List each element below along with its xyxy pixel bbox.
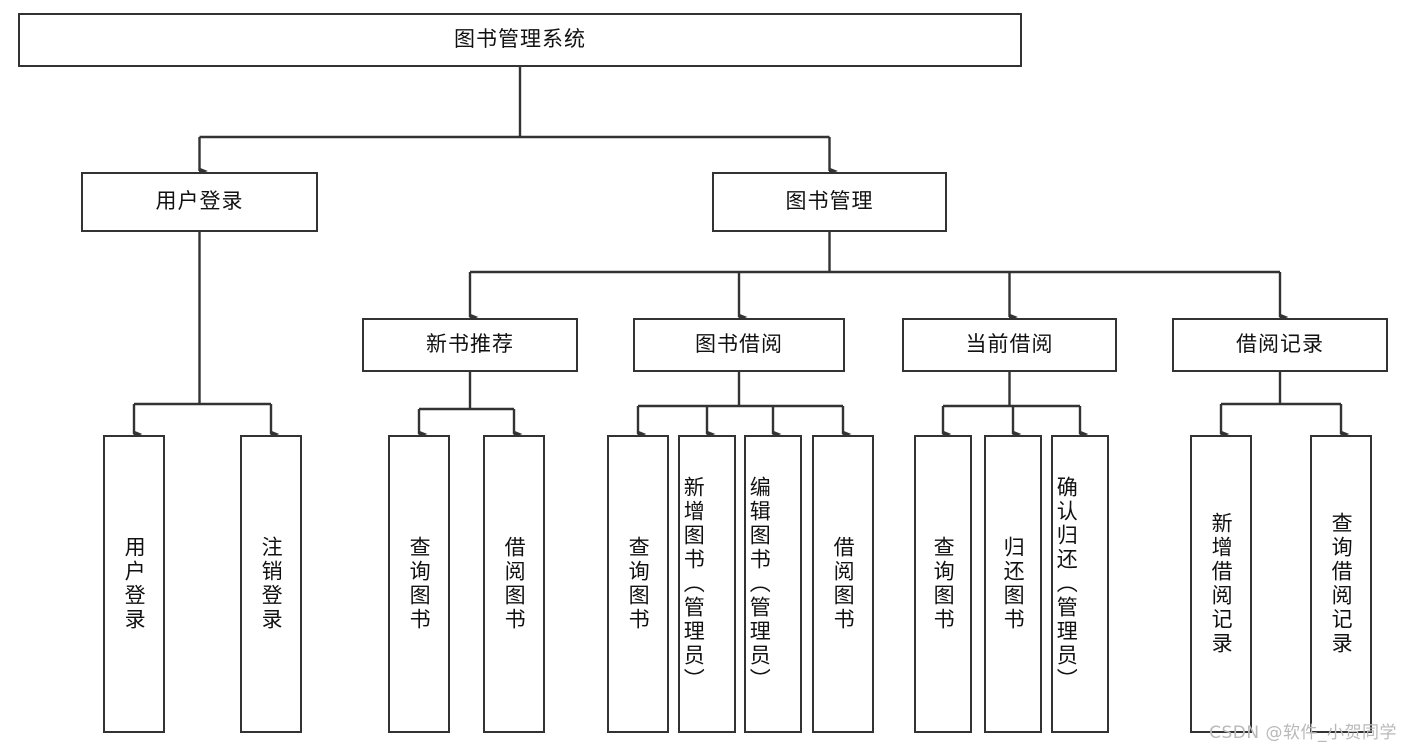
node-label: 查询图书 <box>626 536 651 632</box>
node-l_confirm[interactable]: 确认归还（管理员） <box>1051 435 1109 733</box>
watermark-label: CSDN @软件_小贺同学 <box>1209 723 1397 743</box>
node-book_mgmt[interactable]: 图书管理 <box>712 172 947 232</box>
node-root[interactable]: 图书管理系统 <box>18 13 1022 67</box>
node-l_edit_book[interactable]: 编辑图书（管理员） <box>744 435 802 733</box>
connector-group <box>132 67 1350 438</box>
node-label: 新增图书（管理员） <box>681 476 706 692</box>
node-label: 编辑图书（管理员） <box>747 476 772 692</box>
node-l_add_book[interactable]: 新增图书（管理员） <box>678 435 736 733</box>
node-label: 注销登录 <box>259 536 284 632</box>
node-label: 查询图书 <box>407 536 432 632</box>
node-label: 图书借阅 <box>695 332 783 357</box>
node-user_login[interactable]: 用户登录 <box>81 172 318 232</box>
node-borrow[interactable]: 图书借阅 <box>633 318 845 372</box>
node-label: 归还图书 <box>1001 536 1026 632</box>
node-label: 借阅图书 <box>502 536 527 632</box>
node-l_login[interactable]: 用户登录 <box>103 435 165 733</box>
node-l_b_book_1[interactable]: 借阅图书 <box>483 435 545 733</box>
node-l_logout[interactable]: 注销登录 <box>240 435 302 733</box>
node-l_add_rec[interactable]: 新增借阅记录 <box>1190 435 1252 733</box>
node-label: 图书管理系统 <box>454 27 586 52</box>
node-label: 借阅记录 <box>1236 332 1324 357</box>
node-label: 查询图书 <box>931 536 956 632</box>
node-l_b_book_2[interactable]: 借阅图书 <box>812 435 874 733</box>
node-l_return[interactable]: 归还图书 <box>984 435 1042 733</box>
node-l_q_book_1[interactable]: 查询图书 <box>388 435 450 733</box>
node-label: 用户登录 <box>155 189 244 214</box>
node-label: 新书推荐 <box>426 332 514 357</box>
node-l_q_rec[interactable]: 查询借阅记录 <box>1310 435 1372 733</box>
node-label: 借阅图书 <box>831 536 856 632</box>
node-current[interactable]: 当前借阅 <box>902 318 1117 372</box>
node-records[interactable]: 借阅记录 <box>1172 318 1388 372</box>
node-label: 新增借阅记录 <box>1209 512 1234 656</box>
node-l_q_book_3[interactable]: 查询图书 <box>914 435 972 733</box>
node-l_q_book_2[interactable]: 查询图书 <box>607 435 669 733</box>
node-label: 确认归还（管理员） <box>1054 476 1079 692</box>
node-label: 用户登录 <box>122 536 147 632</box>
node-label: 查询借阅记录 <box>1329 512 1354 656</box>
node-label: 当前借阅 <box>965 332 1054 357</box>
node-new_books[interactable]: 新书推荐 <box>362 318 578 372</box>
node-label: 图书管理 <box>785 189 874 214</box>
